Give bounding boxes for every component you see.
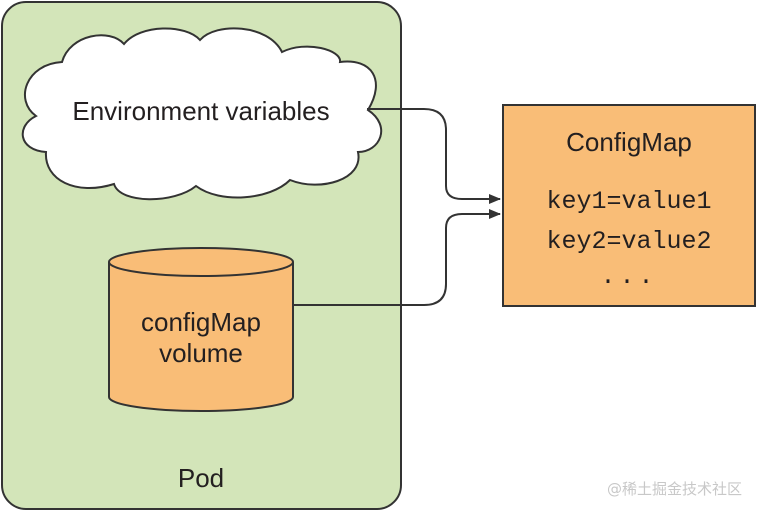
configmap-entry: key2=value2: [546, 227, 711, 256]
volume-label-line1: configMap: [141, 307, 261, 337]
environment-variables-label: Environment variables: [72, 96, 329, 126]
configmap-box: [502, 104, 756, 307]
environment-variables-cloud: [21, 27, 382, 201]
watermark: @稀土掘金技术社区: [607, 480, 742, 498]
volume-label-line2: volume: [159, 338, 243, 368]
configmap-volume-cylinder: [108, 247, 294, 412]
env-to-configmap-arrow: [367, 108, 501, 204]
configmap-entry-ellipsis: ...: [600, 262, 657, 291]
configmap-entry: key1=value1: [546, 187, 711, 216]
pod-label: Pod: [178, 463, 224, 493]
configmap-title: ConfigMap: [566, 127, 692, 157]
volume-to-configmap-arrow: [293, 209, 501, 306]
